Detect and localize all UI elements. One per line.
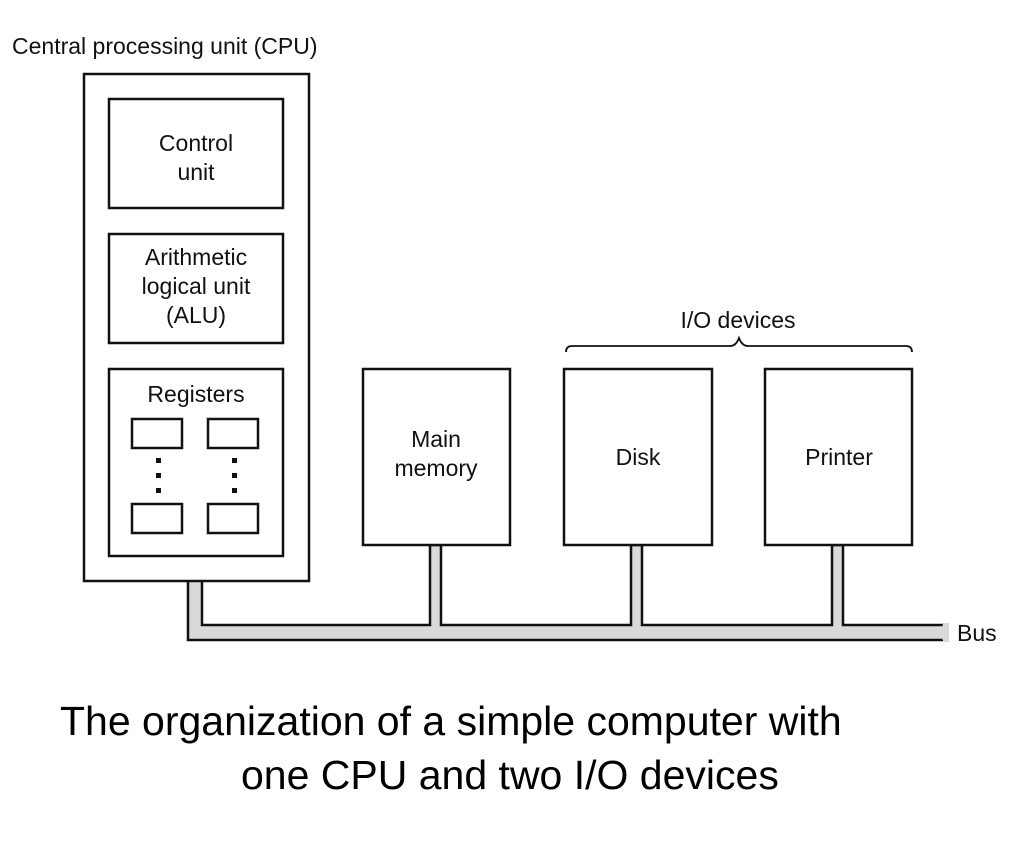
control-unit-label-2: unit (177, 159, 215, 185)
disk-box (562, 367, 714, 547)
register-cell (206, 502, 260, 535)
io-devices-label: I/O devices (680, 307, 795, 333)
cpu-title: Central processing unit (CPU) (12, 33, 318, 59)
io-devices-brace (565, 335, 913, 353)
main-memory-box (361, 367, 512, 547)
printer-label: Printer (805, 444, 873, 470)
alu-box (107, 232, 285, 345)
alu-label-3: (ALU) (166, 302, 226, 328)
caption-line-1: The organization of a simple computer wi… (60, 698, 842, 744)
alu-label-2: logical unit (142, 273, 251, 299)
caption-line-2: one CPU and two I/O devices (241, 752, 779, 798)
alu-label-1: Arithmetic (145, 244, 247, 270)
main-memory-label-1: Main (411, 426, 461, 452)
register-cell (130, 502, 184, 535)
bus-end (943, 623, 949, 642)
register-cell (206, 417, 260, 450)
register-ellipsis-right (232, 458, 237, 493)
disk-label: Disk (616, 444, 661, 470)
main-memory-label-2: memory (394, 455, 478, 481)
bus-label: Bus (957, 620, 997, 646)
control-unit-label-1: Control (159, 130, 233, 156)
registers-label: Registers (147, 381, 244, 407)
register-ellipsis-left (156, 458, 161, 493)
printer-box (763, 367, 914, 547)
control-unit-box (107, 97, 285, 210)
register-cell (130, 417, 184, 450)
